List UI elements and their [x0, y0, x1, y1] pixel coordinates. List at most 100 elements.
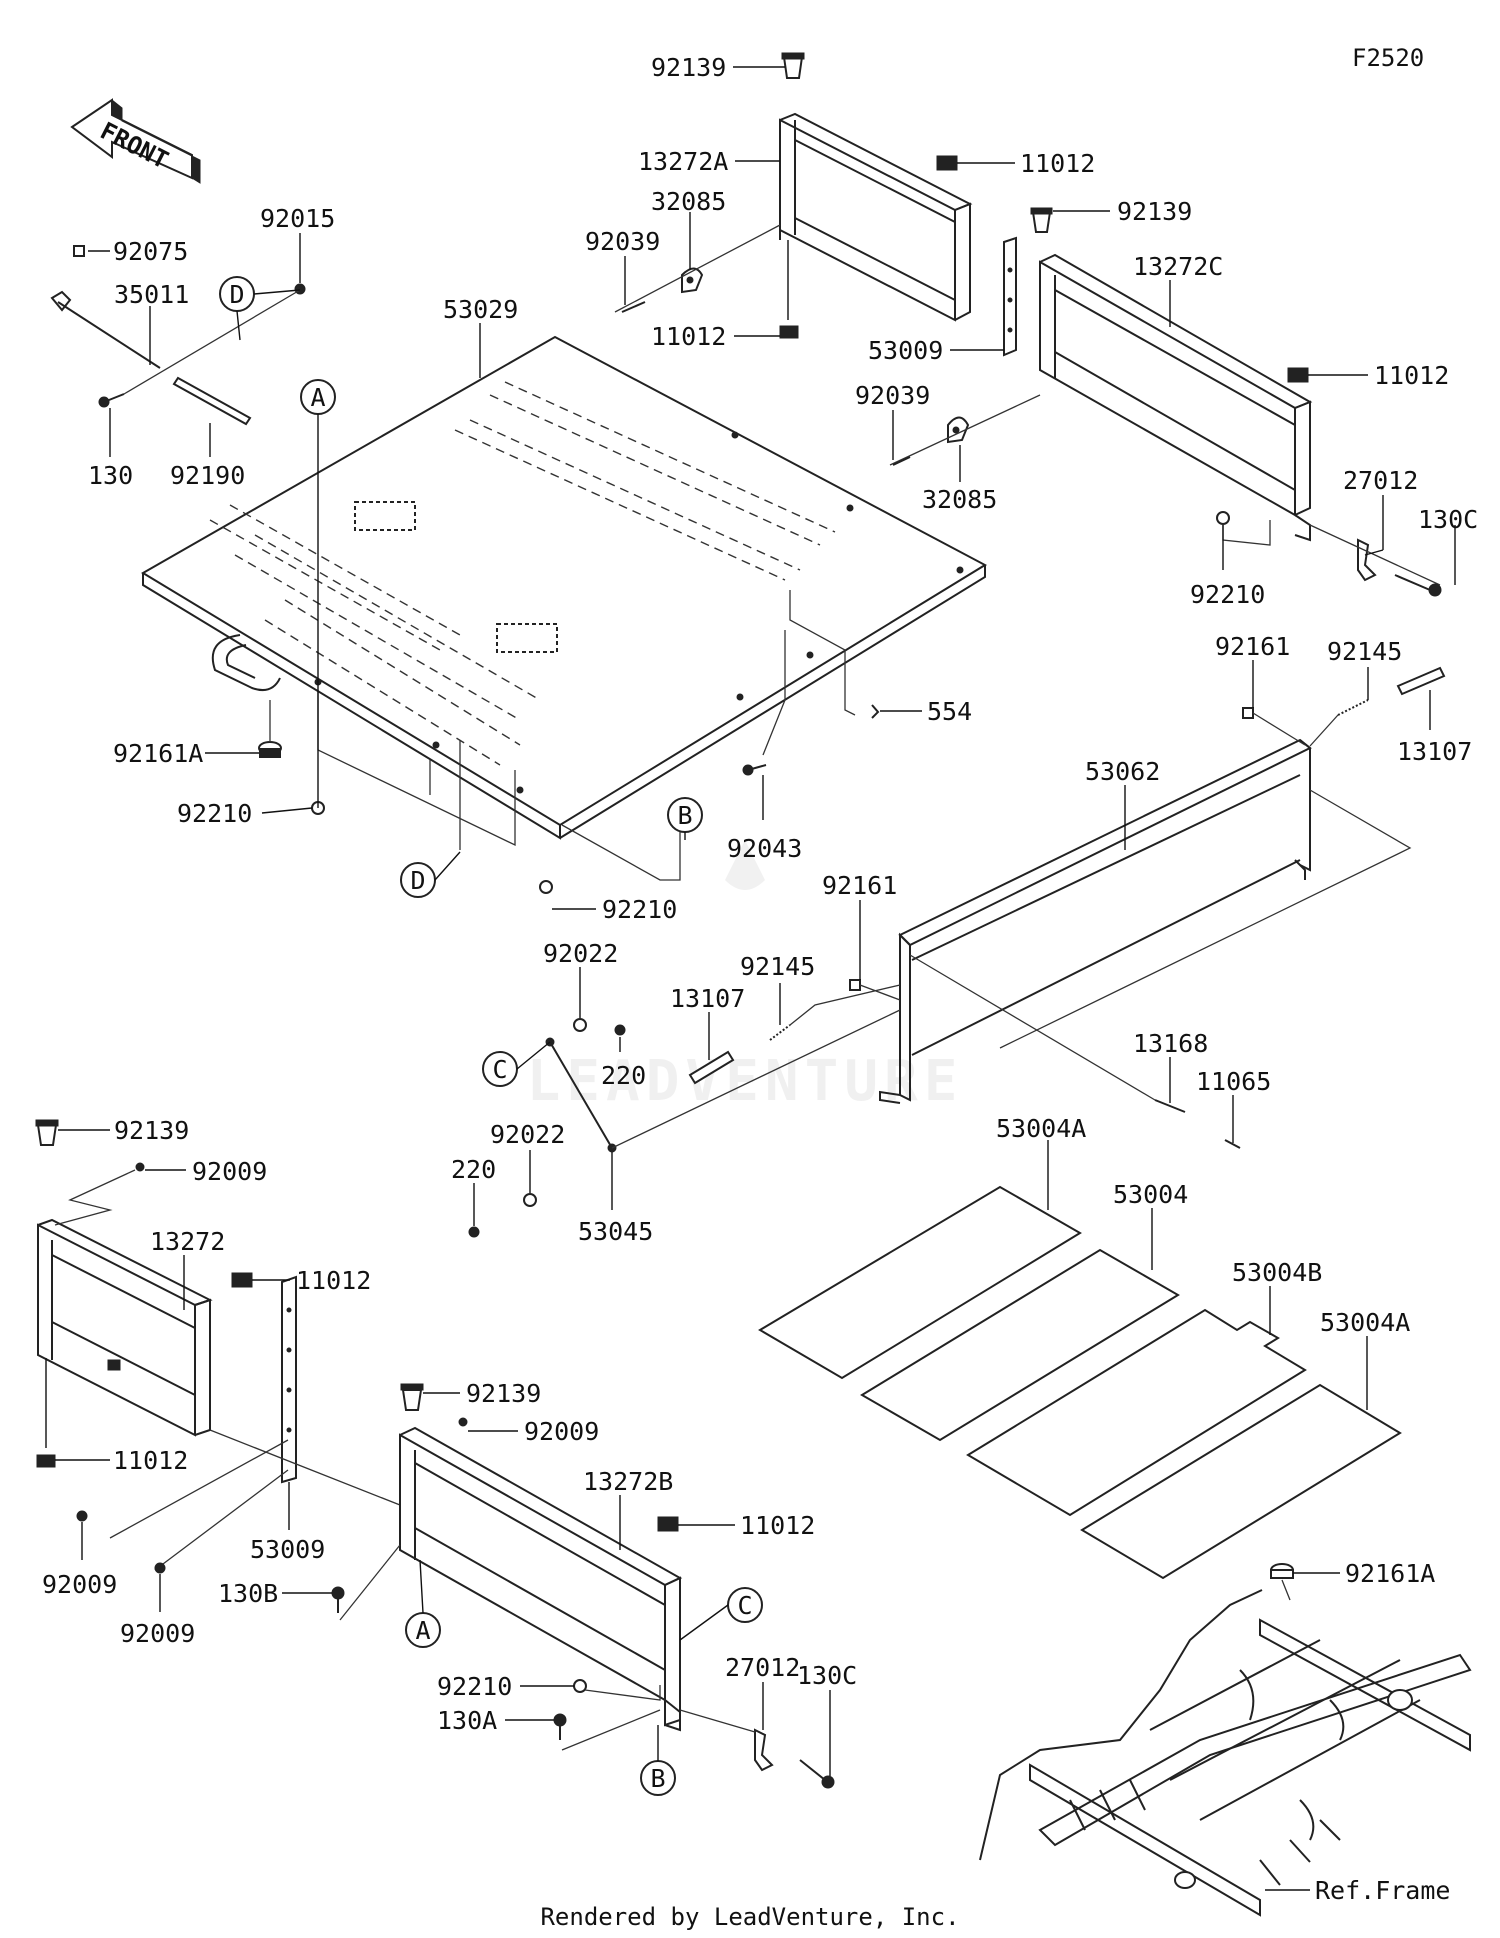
side-panel-13272B: [399, 1426, 683, 1732]
label-27012-a: 27012: [1343, 466, 1418, 495]
label-53004A-b: 53004A: [1320, 1308, 1410, 1337]
mat-53004B: [966, 1308, 1307, 1517]
label-13107-b: 13107: [670, 984, 745, 1013]
watermark: LEADVENTURE: [527, 840, 957, 1114]
label-92139-top: 92139: [651, 53, 726, 82]
bolt-220-a: [614, 1024, 626, 1036]
label-92210-a: 92210: [1190, 580, 1265, 609]
cap-11012-f: [657, 1516, 679, 1532]
svg-text:D: D: [229, 280, 244, 309]
bolt-130: [98, 393, 125, 408]
ref-circle-a-bottom: A: [405, 1612, 441, 1648]
label-92161-b: 92161: [822, 871, 897, 900]
label-130C-b: 130C: [797, 1661, 857, 1690]
hinge-53009-a: [1003, 236, 1017, 357]
label-11012-c: 11012: [1374, 361, 1449, 390]
washer-92022-b: [523, 1193, 537, 1207]
label-92022-a: 92022: [543, 939, 618, 968]
label-92009-b: 92009: [524, 1417, 599, 1446]
label-130B: 130B: [218, 1579, 278, 1608]
bolt-92043: [742, 764, 767, 776]
screw-92009-a: [135, 1162, 145, 1172]
label-11012-b: 11012: [651, 322, 726, 351]
svg-text:C: C: [492, 1055, 507, 1084]
ref-circle-a-top: A: [300, 379, 336, 415]
label-92139-b: 92139: [1117, 197, 1192, 226]
side-panel-13272C: [1039, 253, 1313, 542]
bolt-130B: [331, 1586, 345, 1613]
tailgate-53062: [879, 738, 1412, 1104]
bumper-92161A-a: [258, 741, 282, 758]
label-92145-a: 92145: [1327, 637, 1402, 666]
label-130C-a: 130C: [1418, 505, 1478, 534]
pin-13107-b: [688, 1050, 735, 1085]
label-92139-c: 92139: [114, 1116, 189, 1145]
label-130: 130: [88, 461, 133, 490]
label-13272: 13272: [150, 1227, 225, 1256]
label-92022-b: 92022: [490, 1120, 565, 1149]
label-53029: 53029: [443, 295, 518, 324]
rod-35011: [50, 245, 161, 369]
label-130A: 130A: [437, 1706, 497, 1735]
label-53009-b: 53009: [250, 1535, 325, 1564]
label-92210-b: 92210: [177, 799, 252, 828]
label-92009-a: 92009: [192, 1157, 267, 1186]
label-53009-a: 53009: [868, 336, 943, 365]
label-92009-c: 92009: [42, 1570, 117, 1599]
svg-text:B: B: [650, 1764, 665, 1793]
bumper-92161-a: [1242, 707, 1254, 719]
label-13272C: 13272C: [1133, 252, 1223, 281]
footer-credit: Rendered by LeadVenture, Inc.: [540, 1903, 960, 1931]
bumper-92161A-b: [1270, 1563, 1294, 1579]
label-92015: 92015: [260, 204, 335, 233]
label-92161A-a: 92161A: [113, 739, 203, 768]
label-11012-e: 11012: [113, 1446, 188, 1475]
pin-13168: [1154, 1099, 1186, 1113]
svg-text:C: C: [737, 1591, 752, 1620]
ref-circle-b-bottom: B: [640, 1760, 676, 1796]
bolt-130A: [553, 1713, 567, 1740]
label-92161-a: 92161: [1215, 632, 1290, 661]
pin-11065: [1224, 1139, 1241, 1149]
label-92210-d: 92210: [437, 1672, 512, 1701]
cap-11012-a: [936, 155, 958, 171]
label-220-b: 220: [451, 1155, 496, 1184]
nut-92210-a: [1216, 511, 1230, 525]
cap-11012-d: [231, 1272, 253, 1288]
spring-92145-a: [1337, 699, 1369, 716]
label-92190: 92190: [170, 461, 245, 490]
label-11012-f: 11012: [740, 1511, 815, 1540]
label-92043: 92043: [727, 834, 802, 863]
label-ref-frame: Ref.Frame: [1315, 1876, 1450, 1905]
svg-text:A: A: [415, 1616, 430, 1645]
side-panel-13272A: [779, 112, 973, 322]
label-27012-b: 27012: [725, 1653, 800, 1682]
pad-right: [496, 623, 558, 653]
clip-554: [871, 704, 880, 719]
ref-circle-c-left: C: [482, 1051, 518, 1087]
svg-text:A: A: [310, 383, 325, 412]
label-32085-a: 32085: [651, 187, 726, 216]
label-11012-a: 11012: [1020, 149, 1095, 178]
ref-circle-d-top: D: [219, 276, 255, 312]
svg-text:B: B: [677, 801, 692, 830]
spring-92145-b: [769, 1024, 791, 1041]
mat-53004: [860, 1248, 1180, 1442]
label-53045: 53045: [578, 1217, 653, 1246]
ref-frame: [979, 1589, 1472, 1917]
bracket-27012-b: [679, 1709, 835, 1789]
ref-circle-d-bottom: D: [400, 862, 436, 898]
ref-circle-b-top: B: [667, 797, 703, 833]
bed-panel: [141, 335, 988, 840]
label-13107-a: 13107: [1397, 737, 1472, 766]
label-13272B: 13272B: [583, 1467, 673, 1496]
mats: [758, 1185, 1402, 1580]
svg-text:D: D: [410, 866, 425, 895]
nut-92210-c: [539, 880, 553, 894]
pad-left: [354, 501, 416, 531]
label-92139-d: 92139: [466, 1379, 541, 1408]
label-220-a: 220: [601, 1061, 646, 1090]
label-13272A: 13272A: [638, 147, 728, 176]
screw-92009-c: [76, 1510, 88, 1522]
label-92145-b: 92145: [740, 952, 815, 981]
